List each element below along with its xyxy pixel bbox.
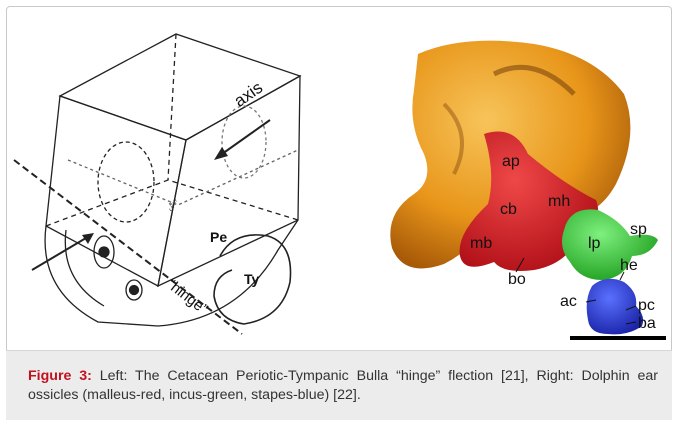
label-lp: lp <box>588 235 601 252</box>
ossicles-render: ap cb mh mb bo sp lp he ac pc ba <box>384 34 674 346</box>
hinge-label: “hinge” <box>164 276 211 318</box>
hinge-diagram: axis Pe Ty “hinge” ‹⁂› <box>8 30 338 336</box>
label-mh: mh <box>548 193 570 210</box>
label-he: he <box>620 257 638 274</box>
hinge-diagram-svg: axis Pe Ty “hinge” ‹⁂› <box>8 30 338 336</box>
caption-text: Left: The Cetacean Periotic-Tympanic Bul… <box>28 368 658 403</box>
label-pc: pc <box>638 297 655 314</box>
label-ap: ap <box>502 153 520 170</box>
label-bo: bo <box>508 271 526 288</box>
label-mb: mb <box>470 235 492 252</box>
ossicles-svg: ap cb mh mb bo sp lp he ac pc ba <box>384 34 674 346</box>
axis-label: axis <box>230 78 266 111</box>
pe-label: Pe <box>210 229 227 245</box>
label-sp: sp <box>630 221 647 238</box>
ty-label: Ty <box>244 271 260 287</box>
incus-shape <box>562 209 658 280</box>
label-ac: ac <box>560 293 577 310</box>
small-mark-label: ‹⁂› <box>166 197 180 213</box>
caption-label: Figure 3: <box>28 368 92 384</box>
label-cb: cb <box>500 201 517 218</box>
figure-caption: Figure 3: Left: The Cetacean Periotic-Ty… <box>6 350 672 420</box>
label-ba: ba <box>638 315 656 332</box>
